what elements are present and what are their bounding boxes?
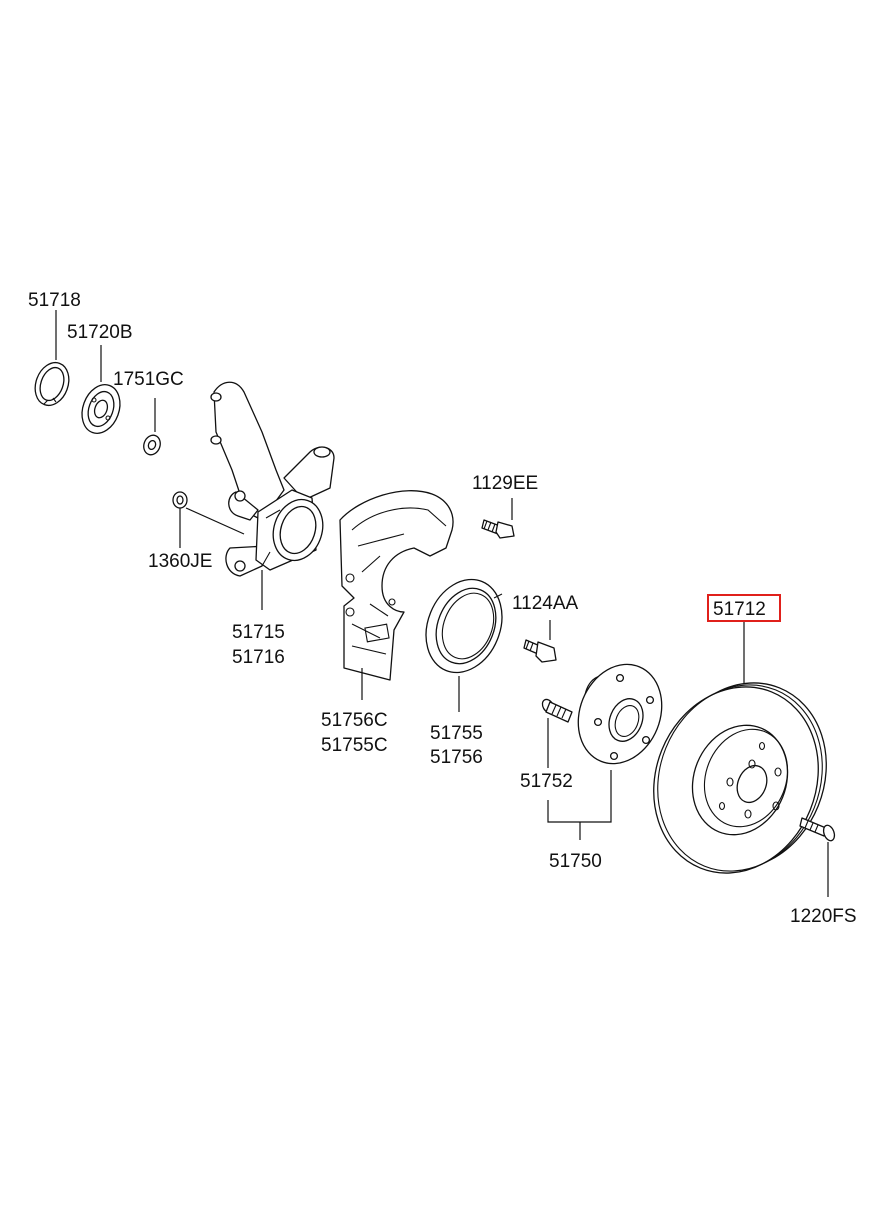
label-51712[interactable]: 51712 [713,599,766,620]
hub-assembly-51750[interactable] [564,652,676,777]
label-51718[interactable]: 51718 [28,290,81,311]
part-labels: 51718 51720B 1751GC 1360JE 51715 51716 1… [28,290,857,927]
label-51716[interactable]: 51716 [232,647,285,668]
screw-1220fs[interactable] [799,817,836,842]
bolt-1129ee[interactable] [481,519,515,539]
bolt-1360je[interactable] [172,491,188,509]
label-51756c[interactable]: 51756C [321,710,388,731]
label-1751gc[interactable]: 1751GC [113,369,184,390]
hub-bolt-51752[interactable] [540,697,573,723]
steering-knuckle-51715[interactable] [210,381,335,577]
dust-cover-51756c[interactable] [339,490,454,681]
leader-lines [55,310,829,897]
bolt-1124aa[interactable] [523,639,557,663]
label-51755[interactable]: 51755 [430,723,483,744]
label-1220fs[interactable]: 1220FS [790,906,857,927]
snap-ring-51718[interactable] [29,358,74,410]
label-51755c[interactable]: 51755C [321,735,388,756]
label-1360je[interactable]: 1360JE [148,551,212,572]
label-51752[interactable]: 51752 [520,771,573,792]
label-51720b[interactable]: 51720B [67,322,133,343]
label-1124aa[interactable]: 1124AA [512,593,579,614]
bearing-51720b[interactable] [76,379,127,438]
highlight-box-51712 [707,594,781,622]
washer-1751gc[interactable] [141,433,163,457]
seal-ring-51755[interactable] [413,568,516,684]
label-1129ee[interactable]: 1129EE [472,473,538,494]
brake-disc-51712[interactable] [626,658,854,898]
label-51715[interactable]: 51715 [232,622,285,643]
label-51756[interactable]: 51756 [430,747,483,768]
label-51750[interactable]: 51750 [549,851,602,872]
